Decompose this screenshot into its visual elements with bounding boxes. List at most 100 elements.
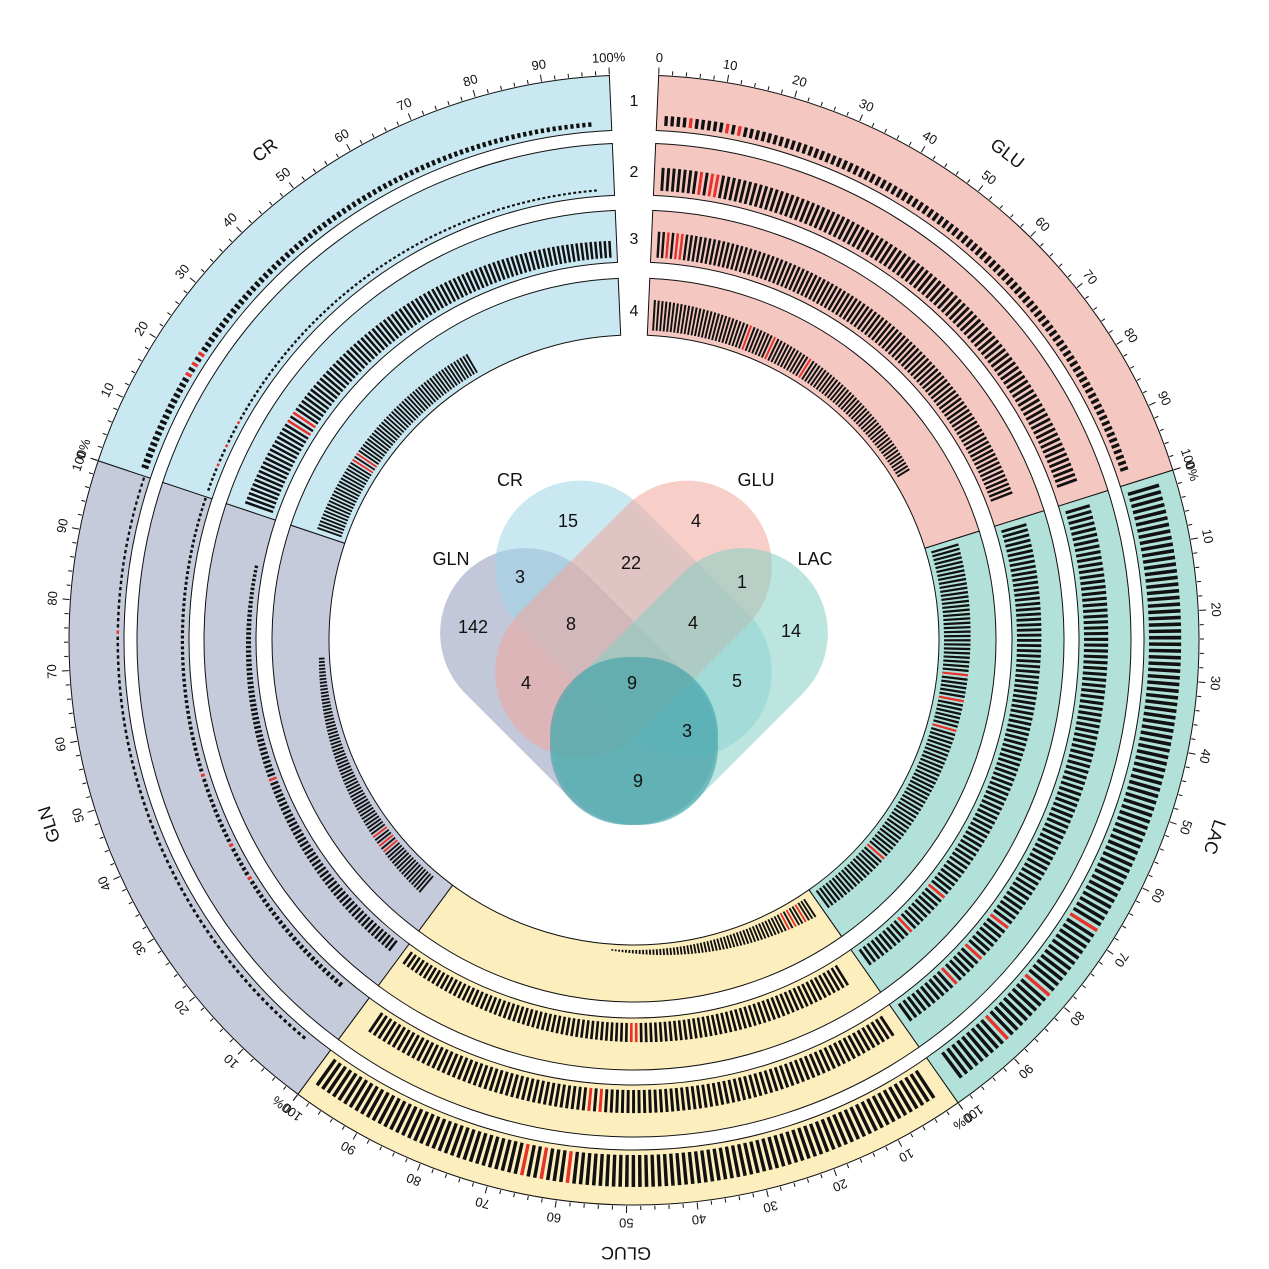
bar-gln-ring-2: [184, 699, 189, 704]
bar-cr-ring-2: [261, 380, 266, 385]
bar-glu-ring-4: [717, 315, 728, 343]
bar-gln-ring-3: [246, 623, 252, 626]
bar-gluc-ring-2: [386, 1023, 402, 1046]
bar-glu-ring-4: [731, 320, 742, 347]
bar-gln-ring-2: [183, 694, 188, 698]
tick-label-gln: 20: [171, 997, 192, 1018]
bar-gln-ring-1: [118, 593, 122, 597]
bar-gluc-ring-2: [828, 1044, 841, 1067]
venn-count: 4: [521, 673, 531, 693]
bar-gluc-ring-1: [675, 1153, 682, 1186]
bar-gln-ring-1: [278, 1014, 283, 1019]
bar-glu-ring-1: [857, 167, 865, 178]
bar-gln-ring-1: [118, 680, 121, 684]
bar-lac-ring-4: [936, 564, 964, 574]
bar-gln-ring-4: [374, 828, 390, 841]
bar-gln-ring-4: [333, 749, 345, 756]
bar-gluc-ring-4: [761, 921, 770, 938]
bar-gluc-ring-4: [729, 934, 736, 948]
bar-gluc-ring-3: [619, 1022, 624, 1042]
bar-lac-ring-4: [929, 730, 955, 741]
bar-glu-ring-2: [1052, 467, 1074, 479]
bar-gln-ring-1: [179, 887, 184, 892]
bar-cr-ring-1: [510, 134, 516, 140]
axis-minor-tick: [846, 111, 849, 116]
axis-minor-tick: [1108, 329, 1113, 333]
bar-lac-ring-2: [911, 992, 927, 1012]
bar-gluc-ring-2: [717, 1081, 725, 1105]
bar-glu-ring-3: [713, 240, 721, 266]
axis-major-tick: [189, 996, 196, 1002]
bar-glu-ring-3: [988, 486, 1012, 498]
bar-gln-ring-2: [217, 818, 223, 823]
bar-gluc-ring-1: [552, 1149, 561, 1182]
bar-gluc-ring-4: [645, 949, 648, 955]
bar-lac-ring-3: [914, 898, 932, 915]
bar-lac-ring-4: [943, 621, 971, 626]
axis-major-tick: [1148, 401, 1156, 406]
tick-label-gluc: 20: [831, 1176, 850, 1195]
bar-gluc-ring-3: [461, 985, 471, 1001]
bar-lac-ring-4: [884, 821, 905, 837]
axis-minor-tick: [104, 849, 109, 853]
bar-glu-ring-2: [1035, 427, 1056, 440]
bar-lac-ring-4: [897, 800, 919, 816]
axis-minor-tick: [250, 1058, 254, 1063]
bar-lac-ring-1: [961, 1035, 984, 1063]
bar-glu-ring-3: [921, 371, 942, 390]
bar-gln-ring-1: [138, 789, 143, 794]
bar-gln-ring-2: [244, 871, 250, 876]
bar-lac-ring-1: [1139, 736, 1172, 747]
bar-lac-ring-3: [987, 785, 1009, 797]
bar-gln-ring-2: [238, 861, 244, 867]
bar-cr-ring-4: [440, 369, 456, 388]
bar-cr-ring-1: [201, 346, 209, 353]
bar-lac-ring-3: [965, 830, 985, 844]
bar-glu-ring-4: [655, 300, 660, 331]
bar-highlight-gln-ring-4: [382, 839, 398, 853]
bar-cr-ring-1: [253, 280, 261, 288]
bar-glu-ring-2: [1030, 417, 1051, 430]
axis-minor-tick: [175, 301, 179, 305]
bar-glu-ring-2: [993, 356, 1013, 372]
bar-cr-ring-4: [459, 357, 473, 377]
bar-gln-ring-2: [203, 497, 207, 502]
bar-glu-ring-4: [860, 416, 875, 430]
bar-cr-ring-4: [342, 474, 365, 489]
bar-lac-ring-1: [989, 1010, 1014, 1036]
bar-gluc-ring-1: [832, 1114, 848, 1146]
bar-cr-ring-1: [230, 307, 238, 315]
bar-cr-ring-2: [231, 430, 236, 434]
bar-gln-ring-3: [292, 828, 302, 836]
bar-gluc-ring-1: [797, 1127, 811, 1160]
axis-minor-tick: [999, 204, 1004, 209]
bar-gluc-ring-3: [484, 995, 493, 1012]
tick-label-gln: 40: [94, 874, 114, 893]
bar-cr-ring-2: [210, 477, 214, 482]
bar-glu-ring-1: [1075, 370, 1085, 378]
axis-minor-tick: [967, 179, 971, 183]
bar-lac-ring-1: [1145, 575, 1178, 583]
bar-lac-ring-2: [1074, 726, 1099, 735]
axis-minor-tick: [173, 974, 178, 978]
bar-glu-ring-4: [837, 391, 852, 408]
bar-lac-ring-3: [858, 948, 872, 966]
bar-gln-ring-2: [274, 915, 280, 921]
bar-gln-ring-1: [120, 704, 124, 709]
venn-count: 8: [566, 614, 576, 634]
bar-gln-ring-2: [182, 603, 186, 607]
bar-cr-ring-3: [474, 268, 485, 289]
bar-highlight-gluc-ring-2: [587, 1087, 593, 1112]
bar-glu-ring-2: [818, 209, 831, 231]
bar-cr-ring-2: [491, 209, 496, 213]
axis-minor-tick: [1082, 984, 1086, 989]
bar-lac-ring-1: [1141, 724, 1174, 733]
bar-gln-ring-2: [310, 955, 316, 962]
bar-cr-ring-1: [181, 376, 190, 383]
bar-glu-ring-2: [980, 339, 1000, 356]
bar-cr-ring-2: [588, 189, 592, 193]
bar-cr-ring-3: [523, 252, 532, 272]
bar-lac-ring-3: [1012, 575, 1038, 582]
bar-gluc-ring-2: [793, 1059, 805, 1083]
bar-gln-ring-2: [211, 803, 216, 808]
